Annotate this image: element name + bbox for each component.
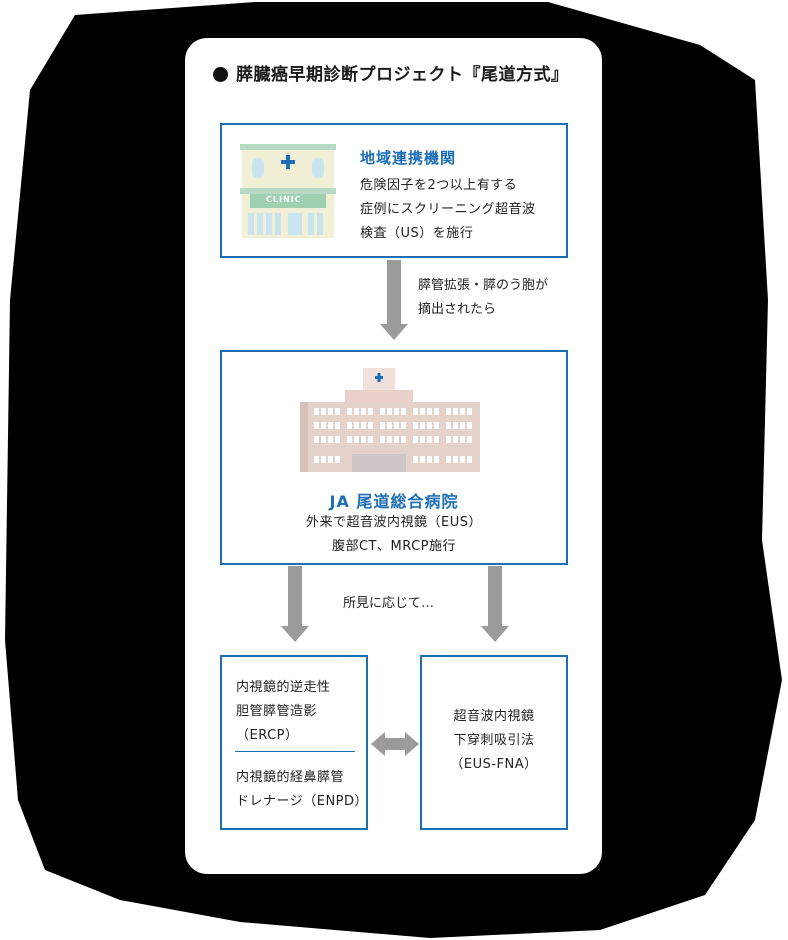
clinic-sign: CLINIC	[266, 195, 302, 204]
eus-fna-box	[420, 655, 568, 830]
ercp-text: 内視鏡的逆走性 胆管膵管造影 （ERCP）	[236, 680, 331, 743]
ercp-enpd-box	[220, 655, 368, 830]
clinic-description: 危険因子を2つ以上有する 症例にスクリーニング超音波 検査（US）を施行	[360, 178, 536, 241]
bullet-icon	[213, 67, 228, 82]
eus-fna-text: 超音波内視鏡 下穿刺吸引法 （EUS-FNA）	[450, 709, 538, 772]
arrow2-note: 所見に応じて…	[343, 596, 435, 611]
diagram-title: 膵臓癌早期診断プロジェクト『尾道方式』	[213, 60, 569, 85]
box-divider	[235, 751, 355, 752]
arrow1-note: 膵管拡張・膵のう胞が 摘出されたら	[418, 278, 549, 317]
clinic-name: 地域連携機関	[360, 149, 457, 167]
enpd-text: 内視鏡的経鼻膵管 ドレナージ（ENPD）	[236, 770, 369, 809]
hospital-description: 外来で超音波内視鏡（EUS） 腹部CT、MRCP施行	[306, 515, 482, 554]
hospital-name: JA 尾道総合病院	[329, 492, 459, 511]
